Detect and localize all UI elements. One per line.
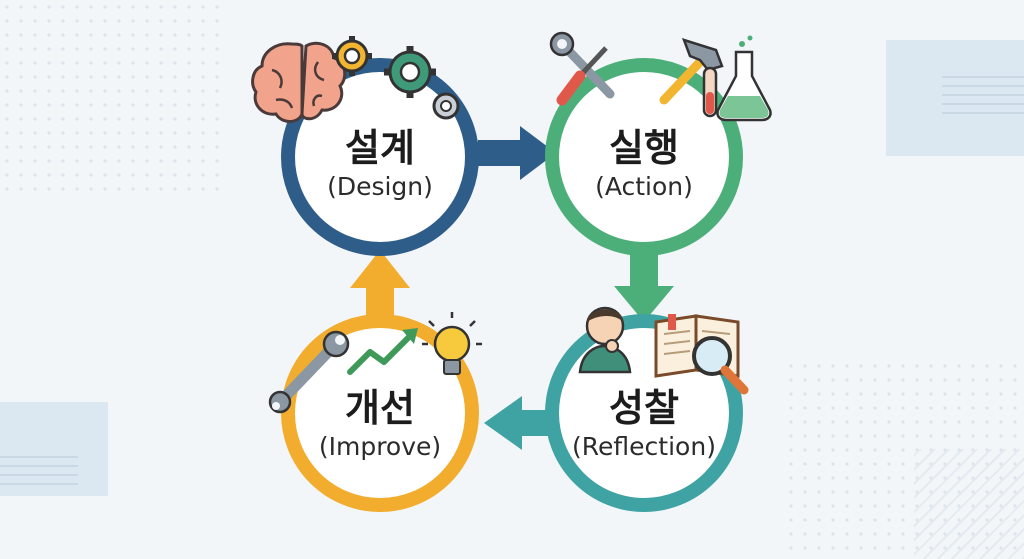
background-lines-top-right (942, 76, 1024, 116)
stage-improve: 개선 (Improve) (281, 314, 479, 512)
stage-improve-subtitle: (Improve) (319, 432, 441, 461)
stage-design-subtitle: (Design) (327, 172, 433, 201)
stage-improve-ring (281, 314, 479, 512)
background-lines-bottom-left (0, 456, 78, 488)
stage-design-ring (281, 58, 479, 256)
background-diagonal-bottom-right (914, 449, 1024, 559)
stage-action: 실행 (Action) (545, 58, 743, 256)
stage-design-title: 설계 (345, 126, 415, 170)
stage-action-ring (545, 58, 743, 256)
stage-improve-title: 개선 (345, 386, 415, 430)
arrow-design-to-action (478, 126, 556, 180)
flask-icon (716, 35, 772, 122)
gear-icon (332, 36, 460, 120)
trend-arrow-icon (347, 328, 418, 375)
lightbulb-icon (422, 312, 482, 375)
stage-reflect-subtitle: (Reflection) (572, 432, 716, 461)
thinking-person-icon (578, 306, 632, 374)
wrench-icon (268, 330, 350, 414)
magnifier-icon (692, 336, 749, 395)
screwdriver-icon (556, 46, 608, 106)
stage-reflect-title: 성찰 (609, 386, 679, 430)
brain-icon (251, 41, 347, 123)
stage-action-title: 실행 (609, 126, 679, 170)
stage-design: 설계 (Design) (281, 58, 479, 256)
background-dots-top-left (0, 0, 220, 200)
stage-action-subtitle: (Action) (595, 172, 693, 201)
test-tube-icon (702, 66, 718, 118)
